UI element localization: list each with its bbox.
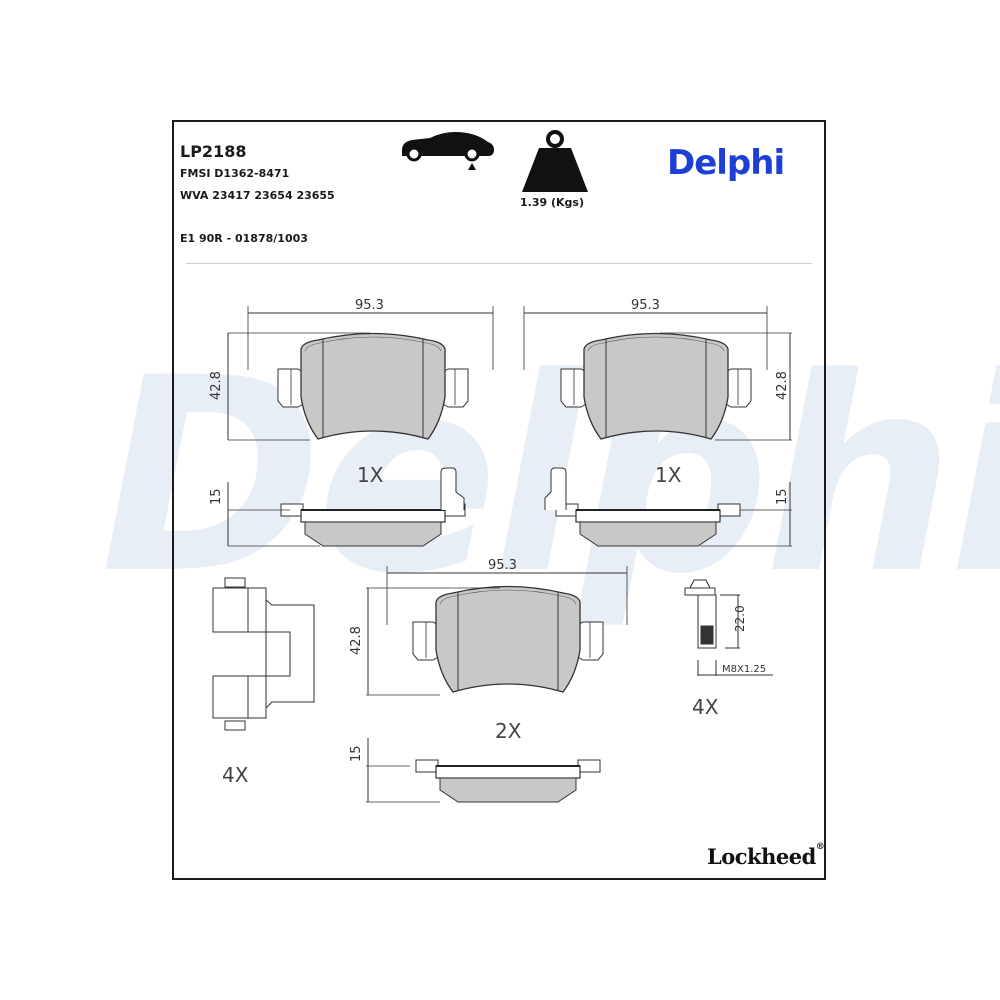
bolt-drawing xyxy=(684,579,773,676)
qty-clip: 4X xyxy=(222,763,249,787)
lockheed-logo: Lockheed® xyxy=(707,842,825,869)
pad-side-view-center xyxy=(366,738,601,803)
lockheed-text: Lockheed xyxy=(707,844,816,869)
dim-height-right: 42.8 xyxy=(775,371,790,400)
dim-height-center: 42.8 xyxy=(349,626,364,655)
registered-mark: ® xyxy=(815,842,825,852)
delphi-logo: Delphi xyxy=(667,143,785,183)
header-divider xyxy=(186,263,812,264)
dim-width-right: 95.3 xyxy=(631,298,660,313)
pad-side-view-left xyxy=(227,467,466,547)
dim-thickness-left: 15 xyxy=(209,488,224,505)
weight-value: 1.39 (Kgs) xyxy=(520,196,584,209)
wva-codes: WVA 23417 23654 23655 xyxy=(180,189,335,202)
ece-approval: E1 90R - 01878/1003 xyxy=(180,232,308,245)
retaining-clip-drawing xyxy=(212,577,315,731)
qty-left: 1X xyxy=(357,463,384,487)
dim-height-left: 42.8 xyxy=(209,371,224,400)
pad-side-view-right xyxy=(544,467,792,547)
qty-bolt: 4X xyxy=(692,695,719,719)
fmsi-code: FMSI D1362-8471 xyxy=(180,167,290,180)
weight-icon xyxy=(522,130,588,192)
qty-right: 1X xyxy=(655,463,682,487)
dim-thickness-center: 15 xyxy=(349,745,364,762)
dim-width-center: 95.3 xyxy=(488,558,517,573)
dim-width-left: 95.3 xyxy=(355,298,384,313)
pad-front-view-left xyxy=(227,306,494,441)
bolt-thread-spec: M8X1.25 xyxy=(722,664,766,675)
car-rear-axle-icon xyxy=(402,132,494,170)
part-number: LP2188 xyxy=(180,142,247,161)
datasheet-frame xyxy=(172,120,826,880)
delphi-watermark: Delphi xyxy=(100,321,1000,633)
dim-bolt-length: 22.0 xyxy=(733,605,747,632)
pad-front-view-center xyxy=(366,566,628,696)
dim-thickness-right: 15 xyxy=(775,488,790,505)
pad-front-view-right xyxy=(523,306,792,441)
qty-center: 2X xyxy=(495,719,522,743)
